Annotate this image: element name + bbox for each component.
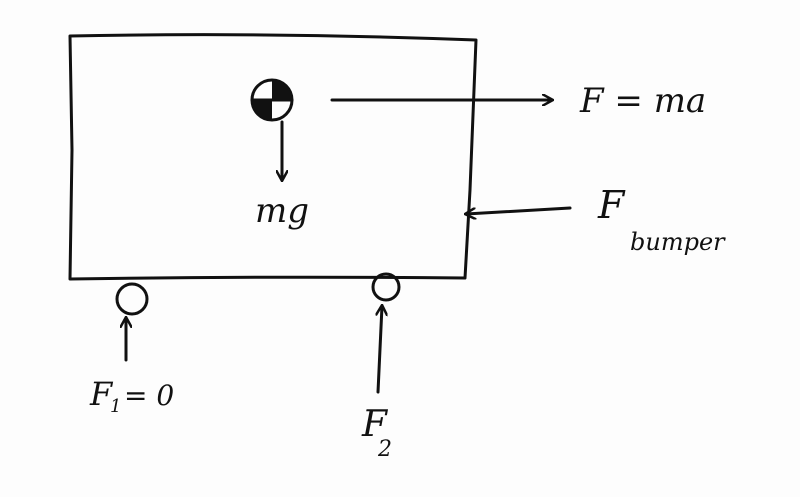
front-wheel bbox=[115, 282, 149, 316]
bumper-force-arrow bbox=[466, 206, 572, 214]
inertial-force-label: F = ma bbox=[579, 81, 706, 121]
front-force-subscript: 1 bbox=[110, 396, 121, 417]
rear-force-label: F bbox=[361, 404, 389, 445]
bumper-force-subscript: bumper bbox=[630, 228, 726, 256]
rear-force-subscript: 2 bbox=[377, 437, 392, 462]
weight-label: mg bbox=[255, 191, 309, 231]
center-of-mass-icon bbox=[250, 78, 294, 122]
bumper-force-label: F bbox=[597, 183, 626, 227]
rear-wheel bbox=[371, 272, 401, 302]
front-force-value: = 0 bbox=[124, 379, 174, 412]
rear-wheel-force-arrow bbox=[378, 306, 382, 394]
vehicle-body-box bbox=[68, 33, 478, 281]
front-force-label: F bbox=[89, 375, 114, 413]
